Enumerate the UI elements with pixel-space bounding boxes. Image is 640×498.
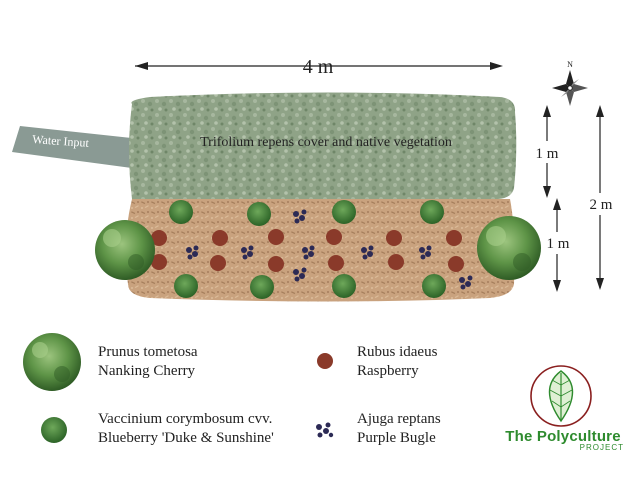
legend-latin-name: Ajuga reptans: [357, 411, 441, 427]
bugle-plant: [293, 267, 307, 282]
legend-latin-name: Prunus tometosa: [98, 344, 198, 360]
cherry-shrub-left: [95, 220, 155, 280]
raspberry-plant: [268, 256, 284, 272]
blueberry-plant: [332, 200, 356, 224]
polyculture-logo-icon: [530, 365, 592, 427]
bugle-plant: [293, 209, 307, 224]
bugle-plant: [302, 245, 315, 260]
bugle-plant: [361, 245, 374, 260]
brand-subtitle: PROJECT: [579, 443, 624, 452]
blueberry-plant: [332, 274, 356, 298]
total-height-dimension: 2 m: [584, 105, 618, 290]
raspberry-plant: [446, 230, 462, 246]
legend-common-name: Nanking Cherry: [98, 363, 196, 379]
width-label: 4 m: [303, 56, 334, 78]
upper-height-dimension: 1 m: [533, 105, 563, 198]
bugle-plant: [459, 275, 473, 290]
legend-common-name: Blueberry 'Duke & Sunshine': [98, 430, 274, 446]
blueberry-icon: [41, 417, 67, 443]
raspberry-plant: [448, 256, 464, 272]
compass-north-label: N: [567, 60, 573, 69]
legend-item-nanking-cherry: Prunus tometosa Nanking Cherry: [98, 343, 198, 381]
bugle-icon: [316, 422, 334, 438]
blueberry-plant: [420, 200, 444, 224]
lower-height-label: 1 m: [547, 236, 570, 252]
raspberry-icon: [317, 353, 333, 369]
raspberry-plant: [210, 255, 226, 271]
raspberry-plantings: [151, 229, 464, 272]
raspberry-plant: [151, 230, 167, 246]
compass-icon: N: [552, 60, 588, 106]
legend-item-purple-bugle: Ajuga reptans Purple Bugle: [357, 410, 441, 448]
blueberry-plant: [174, 274, 198, 298]
blueberry-plant: [422, 274, 446, 298]
raspberry-plant: [386, 230, 402, 246]
legend-item-raspberry: Rubus idaeus Raspberry: [357, 343, 437, 381]
width-dimension: 4 m: [135, 56, 503, 78]
blueberry-plant: [169, 200, 193, 224]
raspberry-plant: [268, 229, 284, 245]
upper-bed-label: Trifolium repens cover and native vegeta…: [200, 135, 452, 150]
raspberry-plant: [212, 230, 228, 246]
raspberry-plant: [328, 255, 344, 271]
bugle-plantings: [186, 209, 473, 290]
legend-latin-name: Vaccinium corymbosum cvv.: [98, 411, 273, 427]
blueberry-plantings: [169, 200, 446, 299]
brand-logo: The Polyculture PROJECT: [500, 428, 626, 452]
lower-mulch-bed: [125, 199, 515, 302]
cherry-shrub-right: [477, 216, 541, 280]
legend-item-blueberry: Vaccinium corymbosum cvv. Blueberry 'Duk…: [98, 410, 274, 448]
legend-common-name: Raspberry: [357, 363, 419, 379]
water-input-label: Water Input: [32, 132, 90, 150]
shrub-icon: [23, 333, 81, 391]
total-height-label: 2 m: [590, 197, 613, 213]
blueberry-plant: [247, 202, 271, 226]
brand-title: The Polyculture: [505, 428, 621, 445]
legend-common-name: Purple Bugle: [357, 430, 436, 446]
raspberry-plant: [326, 229, 342, 245]
raspberry-plant: [151, 254, 167, 270]
bugle-plant: [419, 245, 432, 260]
bugle-plant: [241, 245, 254, 260]
upper-clover-bed: Trifolium repens cover and native vegeta…: [129, 92, 517, 199]
raspberry-plant: [388, 254, 404, 270]
blueberry-plant: [250, 275, 274, 299]
legend-latin-name: Rubus idaeus: [357, 344, 438, 360]
water-input-pipe: Water Input: [12, 126, 132, 168]
lower-height-dimension: 1 m: [542, 198, 574, 292]
bugle-plant: [186, 245, 199, 260]
upper-height-label: 1 m: [536, 146, 559, 162]
